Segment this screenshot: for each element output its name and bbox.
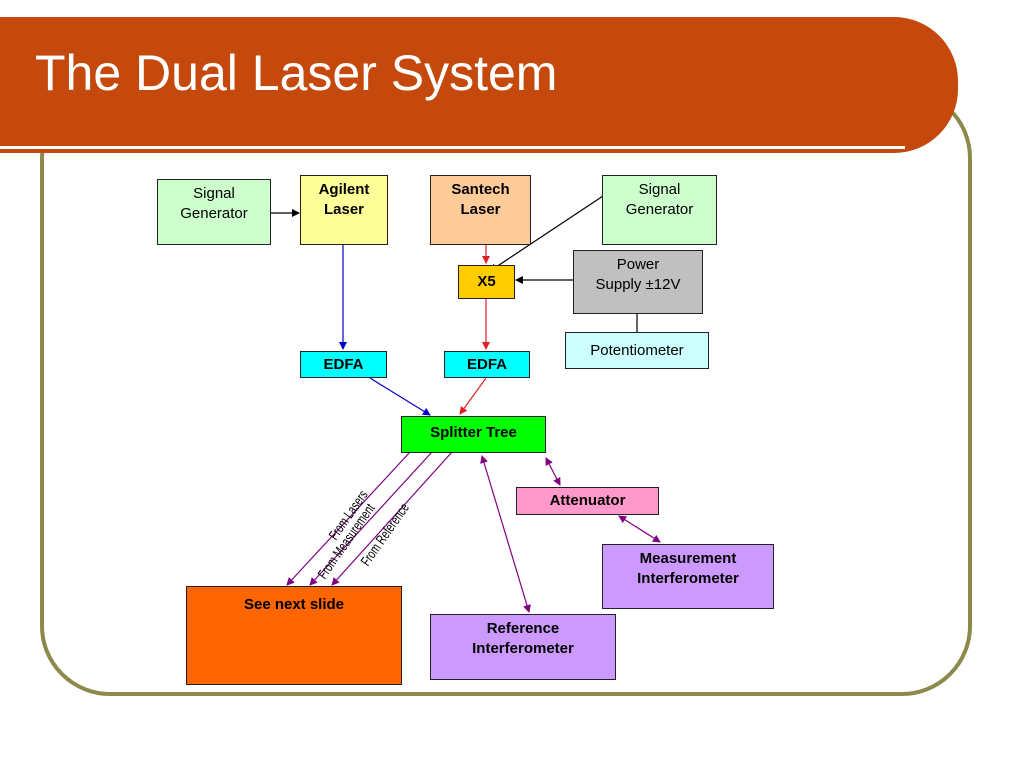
measurement-interferometer-line1: Measurement (639, 550, 737, 567)
x5-label: X5 (477, 273, 496, 290)
potentiometer: Potentiometer (565, 332, 709, 369)
link-edfa-right-to-splitter (459, 377, 487, 415)
edfa-left: EDFA (300, 351, 387, 378)
slide-title: The Dual Laser System (35, 45, 558, 101)
signal-generator-left: Signal Generator (157, 179, 271, 245)
measurement-interferometer-line2: Interferometer (637, 570, 739, 587)
agilent-laser-line2: Laser (323, 201, 365, 218)
reference-interferometer-line1: Reference (486, 620, 560, 637)
measurement-interferometer: Measurement Interferometer (602, 544, 774, 609)
splitter-tree: Splitter Tree (401, 416, 546, 453)
edfa-left-label: EDFA (323, 355, 364, 373)
signal-generator-right: Signal Generator (602, 175, 717, 245)
santech-laser-line2: Laser (460, 201, 501, 218)
santech-laser: Santech Laser (430, 175, 531, 245)
attenuator: Attenuator (516, 487, 659, 515)
edfa-right-label: EDFA (466, 355, 507, 373)
reference-interferometer-line2: Interferometer (472, 640, 574, 657)
power-supply-line2: Supply ±12V (595, 276, 681, 293)
agilent-laser-line1: Agilent (318, 181, 370, 198)
link-splitter-attenuator (545, 457, 561, 486)
link-splitter-from-lasers (286, 451, 411, 586)
title-rule (0, 146, 905, 149)
santech-laser-line1: Santech (451, 181, 510, 198)
power-supply-line1: Power (616, 256, 660, 273)
link-edfa-left-to-splitter (369, 377, 431, 416)
reference-interferometer: Reference Interferometer (430, 614, 616, 680)
potentiometer-label: Potentiometer (590, 341, 684, 359)
x5-multiplier: X5 (458, 265, 515, 299)
link-attenuator-measurement (618, 515, 661, 543)
splitter-tree-label: Splitter Tree (430, 424, 517, 441)
attenuator-label: Attenuator (549, 492, 626, 509)
signal-generator-right-line1: Signal (638, 181, 681, 198)
link-siggen-to-x5 (489, 195, 604, 272)
power-supply: Power Supply ±12V (573, 250, 703, 314)
see-next-slide: See next slide (186, 586, 402, 685)
signal-generator-left-line1: Signal (193, 185, 235, 202)
signal-generator-right-line2: Generator (625, 201, 694, 218)
edfa-right: EDFA (444, 351, 530, 378)
agilent-laser: Agilent Laser (300, 175, 388, 245)
link-splitter-reference-interferometer (480, 455, 531, 613)
link-splitter-from-reference (331, 451, 453, 586)
title-banner (0, 17, 958, 153)
see-next-slide-label: See next slide (243, 596, 345, 613)
link-splitter-from-measurement (309, 451, 433, 586)
signal-generator-left-line2: Generator (180, 205, 248, 222)
